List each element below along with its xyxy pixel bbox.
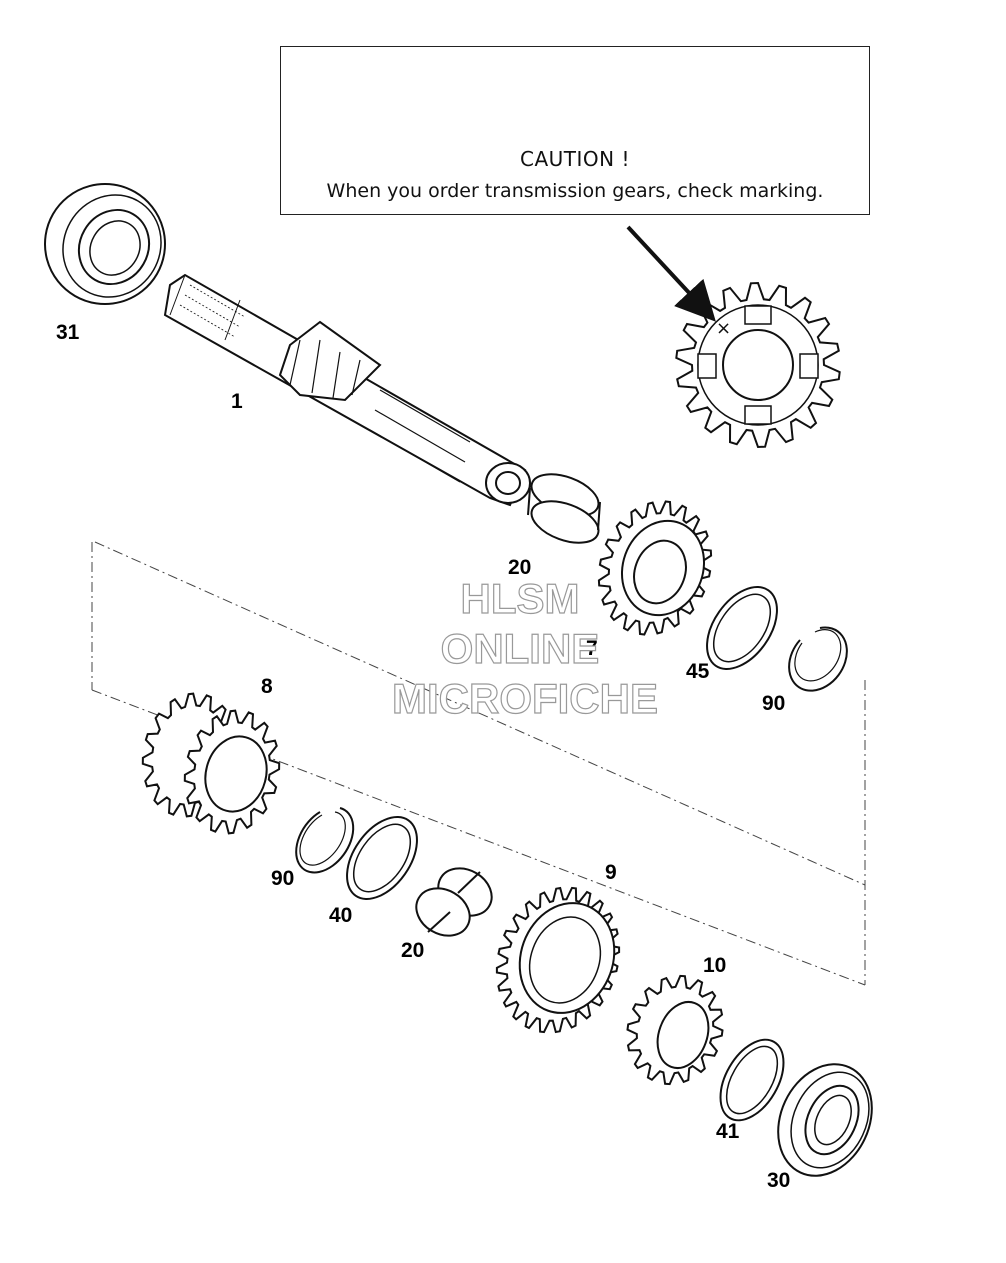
callout-90-upper: 90 bbox=[762, 692, 786, 715]
callout-10: 10 bbox=[703, 954, 727, 977]
watermark-line3: MICROFICHE bbox=[391, 675, 658, 722]
callout-20-upper: 20 bbox=[508, 556, 532, 579]
callout-40: 40 bbox=[329, 904, 353, 927]
callout-41: 41 bbox=[716, 1120, 740, 1143]
gear-7 bbox=[597, 500, 713, 636]
callout-7: 7 bbox=[586, 637, 598, 660]
gear-9 bbox=[495, 886, 621, 1034]
callout-30: 30 bbox=[767, 1169, 791, 1192]
caution-box: CAUTION ! When you order transmission ge… bbox=[280, 46, 870, 215]
callout-1: 1 bbox=[231, 390, 243, 413]
watermark-line1: HLSM bbox=[460, 575, 580, 622]
marked-gear bbox=[675, 281, 841, 449]
washer-45 bbox=[706, 586, 778, 670]
bushing-20-lower bbox=[415, 867, 493, 937]
callout-9: 9 bbox=[605, 861, 617, 884]
callout-90-lower: 90 bbox=[271, 867, 295, 890]
assembly-outline bbox=[91, 541, 866, 986]
callout-31: 31 bbox=[56, 321, 80, 344]
bushing-20-upper bbox=[522, 473, 601, 544]
caution-text: When you order transmission gears, check… bbox=[326, 180, 824, 202]
circlip-90-lower bbox=[295, 807, 355, 874]
washer-40 bbox=[346, 816, 418, 900]
callout-20-lower: 20 bbox=[401, 939, 425, 962]
main-shaft-1 bbox=[163, 273, 531, 507]
gear-10 bbox=[626, 974, 724, 1086]
callout-8: 8 bbox=[261, 675, 273, 698]
circlip-90-upper bbox=[788, 626, 848, 692]
pointer-arrow bbox=[626, 225, 716, 322]
caution-title: CAUTION ! bbox=[520, 147, 630, 171]
bearing-30 bbox=[777, 1063, 873, 1177]
callout-45: 45 bbox=[686, 660, 710, 683]
watermark-line2: ONLINE bbox=[440, 625, 600, 672]
washer-41 bbox=[719, 1038, 785, 1122]
gear-marking: × bbox=[716, 318, 731, 339]
gear-8 bbox=[141, 692, 281, 835]
bearing-31 bbox=[44, 183, 166, 305]
